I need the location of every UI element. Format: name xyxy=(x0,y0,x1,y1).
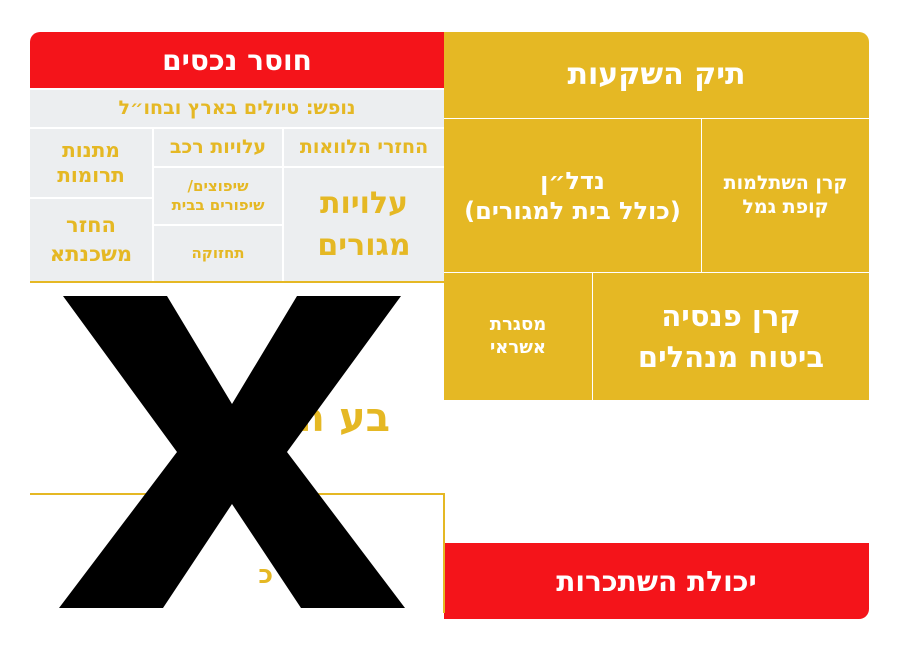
income-shortfall-bottom-border xyxy=(30,281,444,283)
pension-cell: קרן פנסיה ביטוח מנהלים xyxy=(593,273,869,400)
loan-repayments-cell: החזרי הלוואות xyxy=(284,129,444,166)
housing-costs-cell: עלויות מגורים xyxy=(284,168,444,281)
car-costs-cell: עלויות רכב xyxy=(154,129,282,166)
mortgage-cell: החזר משכנתא xyxy=(30,199,152,281)
investment-portfolio-title: תיק השקעות xyxy=(444,32,869,118)
real-estate-cell: נדל״ן (כולל בית למגורים) xyxy=(444,119,701,272)
hidden-area-right-border xyxy=(443,493,445,613)
renovations-cell: שיפוצים/ שיפורים בבית xyxy=(154,168,282,224)
study-fund-cell: קרן השתלמות קופת גמל xyxy=(702,119,869,272)
leisure-cell: נופש: טיולים בארץ ובחו״ל xyxy=(30,90,444,127)
credit-line-cell: מסגרת אשראי xyxy=(444,273,592,400)
earning-capacity-title: יכולת השתכרות xyxy=(444,543,869,619)
maintenance-cell: תחזוקה xyxy=(154,226,282,281)
gifts-donations-cell: מתנות תרומות xyxy=(30,129,152,197)
income-shortfall-title: חוסר נכסים xyxy=(30,32,444,88)
x-mark-icon xyxy=(59,296,405,608)
